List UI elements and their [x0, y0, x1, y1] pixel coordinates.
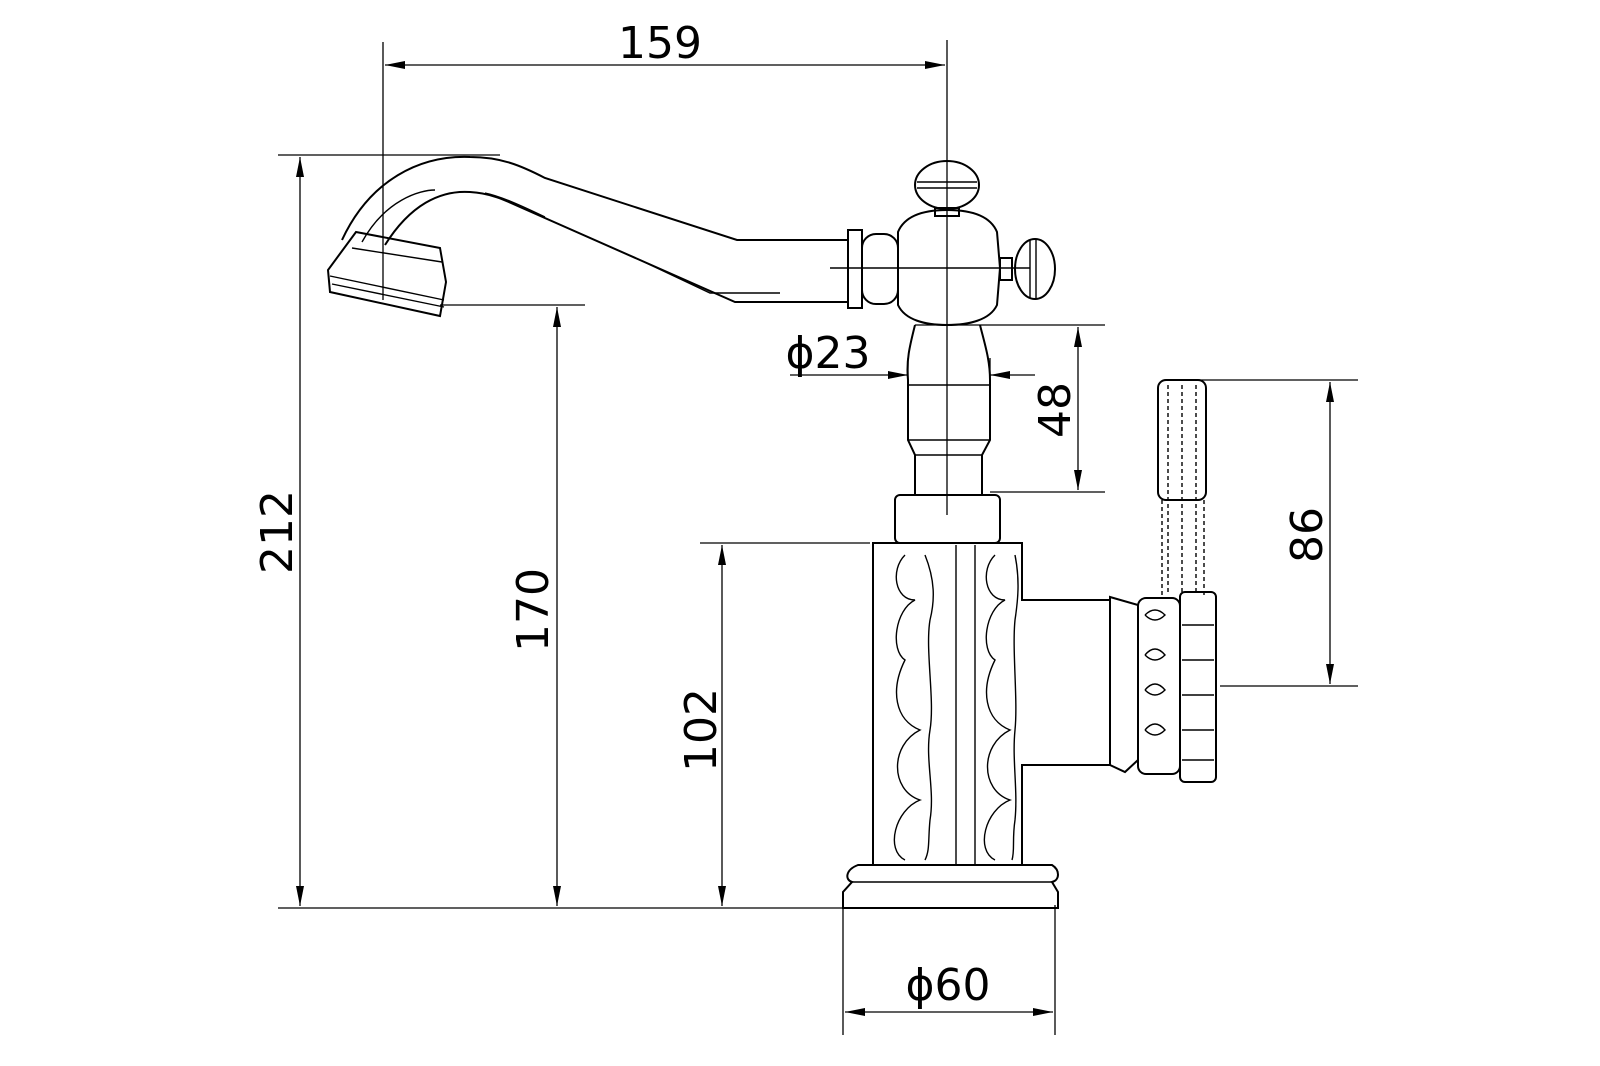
dimension-neck-height: 48 — [915, 324, 1105, 493]
dimension-total-height: 212 — [252, 154, 845, 909]
dimension-label-212: 212 — [252, 490, 303, 574]
spout — [326, 155, 848, 318]
dimension-label-diameter-60: ϕ60 — [905, 960, 990, 1011]
dimension-body-height: 102 — [676, 542, 870, 906]
dimension-neck-diameter: ϕ23 — [785, 328, 1035, 395]
valve-head — [830, 160, 1056, 327]
dimension-spout-reach: 159 — [382, 18, 948, 515]
side-handle — [1109, 379, 1217, 783]
dimension-label-102: 102 — [676, 688, 727, 772]
dimension-label-diameter-23: ϕ23 — [785, 328, 870, 379]
dimension-base-diameter: ϕ60 — [842, 905, 1056, 1035]
dimension-label-170: 170 — [508, 568, 559, 652]
body — [842, 542, 1111, 909]
dimension-label-48: 48 — [1030, 382, 1081, 438]
dimension-spout-height: 170 — [440, 304, 585, 906]
lever — [1157, 379, 1207, 501]
dimension-handle-height: 86 — [1185, 379, 1358, 687]
dimension-label-159: 159 — [618, 18, 702, 69]
side-knob — [1014, 238, 1056, 300]
aerator — [326, 230, 448, 318]
dimension-label-86: 86 — [1282, 507, 1333, 563]
